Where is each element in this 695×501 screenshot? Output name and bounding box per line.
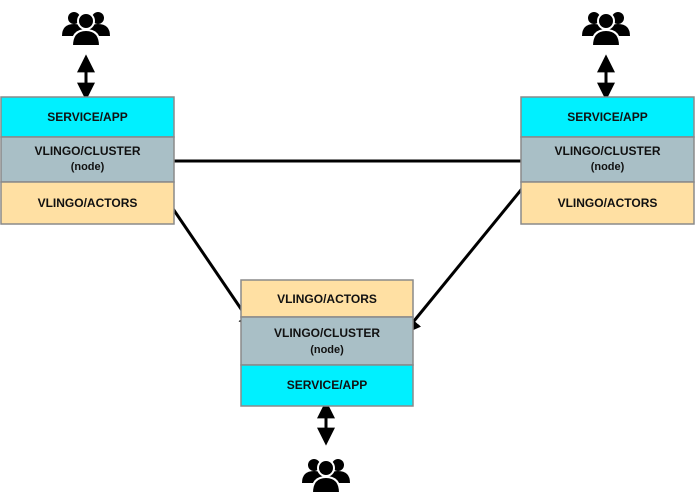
left-node-stack: SERVICE/APP VLINGO/CLUSTER (node) VLINGO… xyxy=(0,96,175,225)
right-actors-label: VLINGO/ACTORS xyxy=(558,196,658,210)
right-actors-layer xyxy=(520,181,695,225)
bottom-cluster-label: VLINGO/CLUSTER xyxy=(274,326,380,340)
left-actors-label: VLINGO/ACTORS xyxy=(38,196,138,210)
left-service-label: SERVICE/APP xyxy=(47,110,127,124)
bottom-actors-label: VLINGO/ACTORS xyxy=(277,292,377,306)
bottom-service-layer xyxy=(240,364,414,407)
users-group-icon xyxy=(301,458,351,494)
right-service-layer xyxy=(520,96,695,138)
right-cluster-sublabel: (node) xyxy=(591,161,625,173)
users-group-icon xyxy=(581,11,631,47)
left-cluster-label: VLINGO/CLUSTER xyxy=(34,144,140,158)
bottom-cluster-sublabel: (node) xyxy=(310,344,344,356)
users-group-icon xyxy=(61,11,111,47)
left-actors-layer xyxy=(0,181,175,225)
bottom-actors-layer xyxy=(240,279,414,318)
right-to-bottom-cluster-arrow xyxy=(402,160,546,335)
bottom-service-label: SERVICE/APP xyxy=(287,378,367,392)
bottom-cluster-layer xyxy=(240,316,414,366)
right-cluster-label: VLINGO/CLUSTER xyxy=(554,144,660,158)
bottom-node-stack: VLINGO/ACTORS VLINGO/CLUSTER (node) SERV… xyxy=(240,279,414,407)
left-cluster-layer xyxy=(0,136,175,183)
left-cluster-sublabel: (node) xyxy=(71,161,105,173)
right-cluster-layer xyxy=(520,136,695,183)
right-service-label: SERVICE/APP xyxy=(567,110,647,124)
right-node-stack: SERVICE/APP VLINGO/CLUSTER (node) VLINGO… xyxy=(520,96,695,225)
